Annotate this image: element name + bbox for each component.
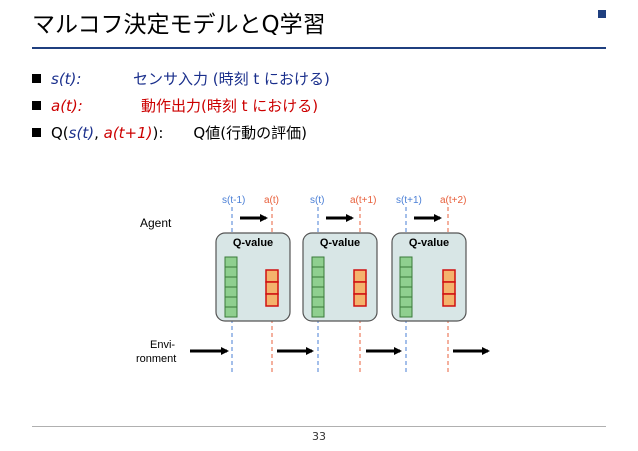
q-value-box-label: Q-value [320, 237, 360, 249]
q-comma: , [94, 123, 104, 142]
slide-title: マルコフ決定モデルとQ学習 [32, 12, 326, 38]
q-state: s(t) [68, 123, 95, 142]
square-bullet-icon [32, 74, 41, 83]
action-vector [353, 269, 367, 307]
state-vector [224, 256, 238, 318]
square-bullet-icon [32, 128, 41, 137]
environment-label-line2: ronment [136, 353, 176, 365]
time-label-a-t-plus-1: a(t+1) [350, 195, 376, 206]
bullet-desc: 動作出力(時刻 t における) [141, 97, 319, 115]
bullet-desc: センサ入力 (時刻 t における) [133, 70, 330, 88]
time-label-s-t-plus-1: s(t+1) [396, 195, 422, 206]
action-vector [265, 269, 279, 307]
time-label-s-t-minus-1: s(t-1) [222, 195, 245, 206]
bullet-term: a(t): [51, 96, 83, 115]
bullet-item-qvalue: Q(s(t), a(t+1)): Q値(行動の評価) [32, 119, 330, 146]
title-divider-cap [598, 10, 606, 18]
time-label-a-t-plus-2: a(t+2) [440, 195, 466, 206]
q-value-box-label: Q-value [233, 237, 273, 249]
q-value-box-label: Q-value [409, 237, 449, 249]
footer-divider [32, 426, 606, 427]
state-vector [311, 256, 325, 318]
bullet-desc: Q値(行動の評価) [193, 124, 307, 142]
q-action: a(t+1) [103, 123, 153, 142]
environment-label-line1: Envi- [150, 339, 175, 351]
bullet-list: s(t): センサ入力 (時刻 t における) a(t): 動作出力(時刻 t … [32, 65, 330, 146]
time-label-s-t: s(t) [310, 195, 324, 206]
time-label-a-t: a(t) [264, 195, 279, 206]
bullet-term: Q(s(t), a(t+1)): [51, 124, 163, 142]
state-vector [399, 256, 413, 318]
agent-label: Agent [140, 216, 172, 230]
bullet-item-action: a(t): 動作出力(時刻 t における) [32, 92, 330, 119]
page-number: 33 [312, 430, 326, 443]
q-close: ): [152, 123, 164, 142]
title-divider [32, 47, 606, 49]
bullet-item-state: s(t): センサ入力 (時刻 t における) [32, 65, 330, 92]
q-open: Q( [51, 123, 69, 142]
action-vector [442, 269, 456, 307]
square-bullet-icon [32, 101, 41, 110]
bullet-term: s(t): [51, 69, 82, 88]
